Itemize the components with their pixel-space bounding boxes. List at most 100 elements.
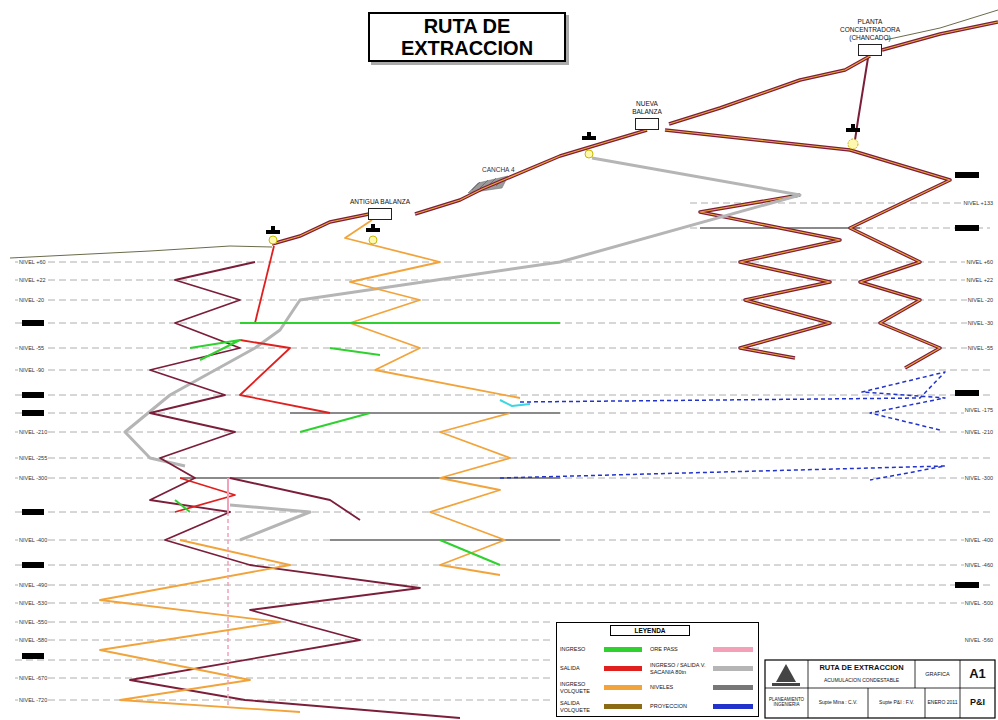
legend-swatch xyxy=(713,685,753,690)
route-lines xyxy=(100,58,950,718)
title-block-rule xyxy=(808,660,809,718)
surface-road-inner xyxy=(415,130,647,214)
level-label: NIVEL -20 xyxy=(18,296,45,304)
level-line xyxy=(15,300,990,301)
ore-pass xyxy=(227,512,229,705)
level-lines xyxy=(15,203,990,700)
level-label: NIVEL -255 xyxy=(18,454,48,462)
building-box xyxy=(635,118,659,130)
level-label: NIVEL -300 xyxy=(18,474,48,482)
route-orange xyxy=(430,413,510,575)
building-marker: NUEVA BALANZA xyxy=(625,100,669,130)
marker-circle xyxy=(269,236,277,244)
level-line xyxy=(15,640,550,641)
marker-icon xyxy=(366,228,380,232)
legend-label: SALIDA VOLQUETE xyxy=(560,698,602,715)
route-green xyxy=(440,540,500,565)
route-scania xyxy=(230,505,310,540)
redaction-bar xyxy=(955,225,979,231)
level-solid-line xyxy=(330,539,560,541)
projection-line xyxy=(500,466,945,480)
title-block-rule xyxy=(960,660,961,718)
level-label: NIVEL -580 xyxy=(18,636,48,644)
surface-road xyxy=(669,56,870,124)
level-label: NIVEL -175 xyxy=(964,406,994,414)
title-block-rule xyxy=(915,660,916,688)
level-label: NIVEL -55 xyxy=(18,344,45,352)
route-red xyxy=(175,478,235,512)
level-line xyxy=(15,622,550,623)
level-label: NIVEL -20 xyxy=(967,296,994,304)
level-label: NIVEL -400 xyxy=(964,536,994,544)
route-maroon xyxy=(700,195,840,358)
route-green xyxy=(300,413,370,432)
level-label: NIVEL -55 xyxy=(967,344,994,352)
route-maroon xyxy=(665,130,950,368)
level-label: NIVEL -720 xyxy=(18,696,48,704)
level-label: NIVEL +22 xyxy=(965,276,994,284)
legend-swatch xyxy=(713,666,753,671)
level-line xyxy=(690,203,990,204)
route-cyan xyxy=(500,400,530,406)
route-red xyxy=(240,340,330,413)
marker-icon xyxy=(266,230,280,234)
level-line xyxy=(15,700,550,701)
legend-swatch xyxy=(604,685,642,690)
building-marker: PLANTA CONCENTRADORA (CHANCADO) xyxy=(835,18,905,56)
marker-icon xyxy=(851,124,855,128)
marker-circle xyxy=(585,150,593,158)
redaction-bar xyxy=(22,392,44,398)
marker-icon xyxy=(846,128,860,132)
redaction-bar xyxy=(955,172,979,178)
title-block-cell: P&I xyxy=(960,688,995,718)
route-green xyxy=(330,348,380,355)
title-block-cell: Supte Mina : C.V. xyxy=(808,688,868,718)
route-maroon xyxy=(130,262,460,718)
legend-label: ORE PASS xyxy=(650,641,710,658)
level-line xyxy=(15,413,990,414)
marker-icon xyxy=(271,226,275,230)
level-label: NIVEL -530 xyxy=(18,599,48,607)
redaction-bar xyxy=(22,320,44,326)
company-logo xyxy=(776,664,796,682)
level-label: NIVEL -670 xyxy=(18,674,48,682)
place-label: CANCHA 4 xyxy=(482,166,515,174)
legend-label: INGRESO VOLQUETE xyxy=(560,679,602,696)
title-block-cell: A1 xyxy=(960,661,995,688)
legend-label: PROYECCION xyxy=(650,698,710,715)
level-label: NIVEL -300 xyxy=(964,474,994,482)
surface-road xyxy=(415,130,647,214)
route-red xyxy=(255,246,274,323)
level-line xyxy=(15,370,990,371)
title-block-cell: PLANEAMIENTO INGENIERIA xyxy=(765,688,808,718)
title-block-grid xyxy=(765,660,995,718)
route-green xyxy=(190,340,240,360)
marker-circle xyxy=(848,139,858,149)
node-label: ANTIGUA BALANZA xyxy=(345,198,415,206)
title-block-rule xyxy=(765,688,995,689)
redaction-bar xyxy=(955,390,979,396)
level-solid-line xyxy=(290,412,560,414)
redaction-bar xyxy=(22,410,44,416)
ground-line xyxy=(10,246,272,258)
level-label: NIVEL +22 xyxy=(18,276,47,284)
legend-swatch xyxy=(604,704,642,709)
legend-label: INGRESO xyxy=(560,641,602,658)
route-maroon xyxy=(230,478,360,520)
node-label: PLANTA CONCENTRADORA (CHANCADO) xyxy=(835,18,905,42)
title-block-rule xyxy=(925,688,926,718)
level-line xyxy=(15,603,990,604)
shaft-markers xyxy=(266,124,860,244)
route-maroon xyxy=(855,58,868,140)
redaction-bar xyxy=(22,509,44,515)
route-orange xyxy=(345,220,520,398)
level-label: NIVEL +60 xyxy=(18,258,47,266)
level-line xyxy=(15,660,550,661)
ore-pass xyxy=(227,478,229,512)
level-label: NIVEL -460 xyxy=(964,561,994,569)
level-label: NIVEL -550 xyxy=(18,618,48,626)
route-orange xyxy=(700,195,840,358)
title-block-cell: GRAFICA xyxy=(915,661,960,688)
